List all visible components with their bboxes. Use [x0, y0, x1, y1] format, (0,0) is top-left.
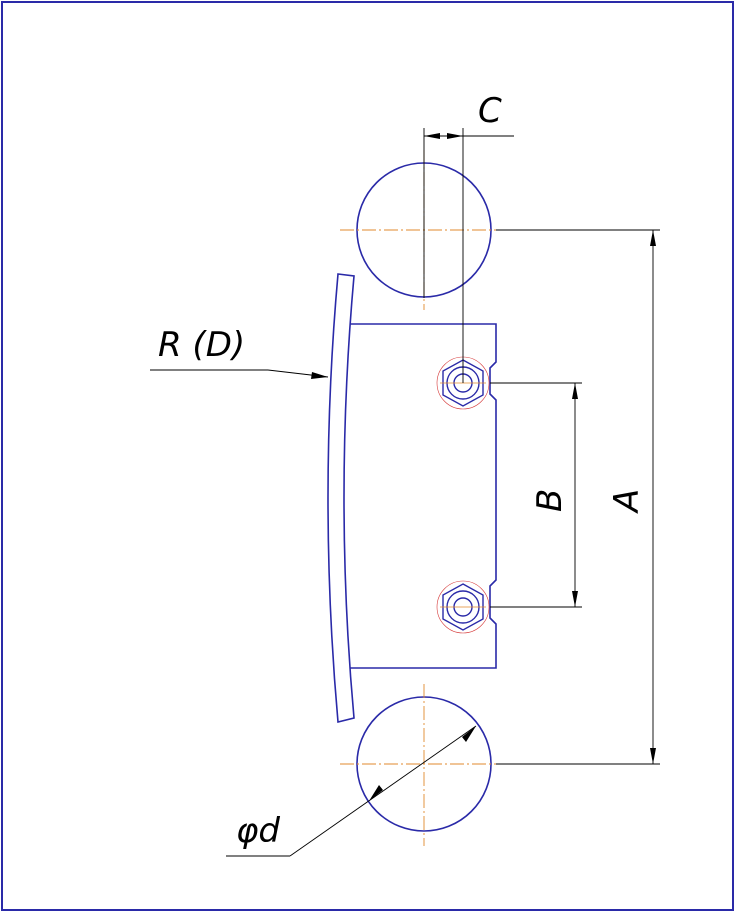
bottom-roller: [340, 684, 508, 846]
label-c: C: [478, 91, 502, 131]
lower-nut: [436, 580, 490, 634]
mounting-block: [350, 323, 497, 669]
dimension-phi-d: [226, 725, 477, 857]
upper-nut: [436, 356, 490, 410]
dimension-a: [496, 229, 660, 765]
dimension-c: [423, 128, 514, 383]
dimension-b: [490, 382, 582, 608]
label-a: A: [607, 489, 647, 514]
curved-plate: [327, 273, 355, 724]
label-b: B: [530, 489, 570, 512]
label-r-d: R (D): [158, 325, 245, 365]
label-phi-d: φd: [236, 811, 280, 851]
leader-r-d: [150, 369, 329, 379]
